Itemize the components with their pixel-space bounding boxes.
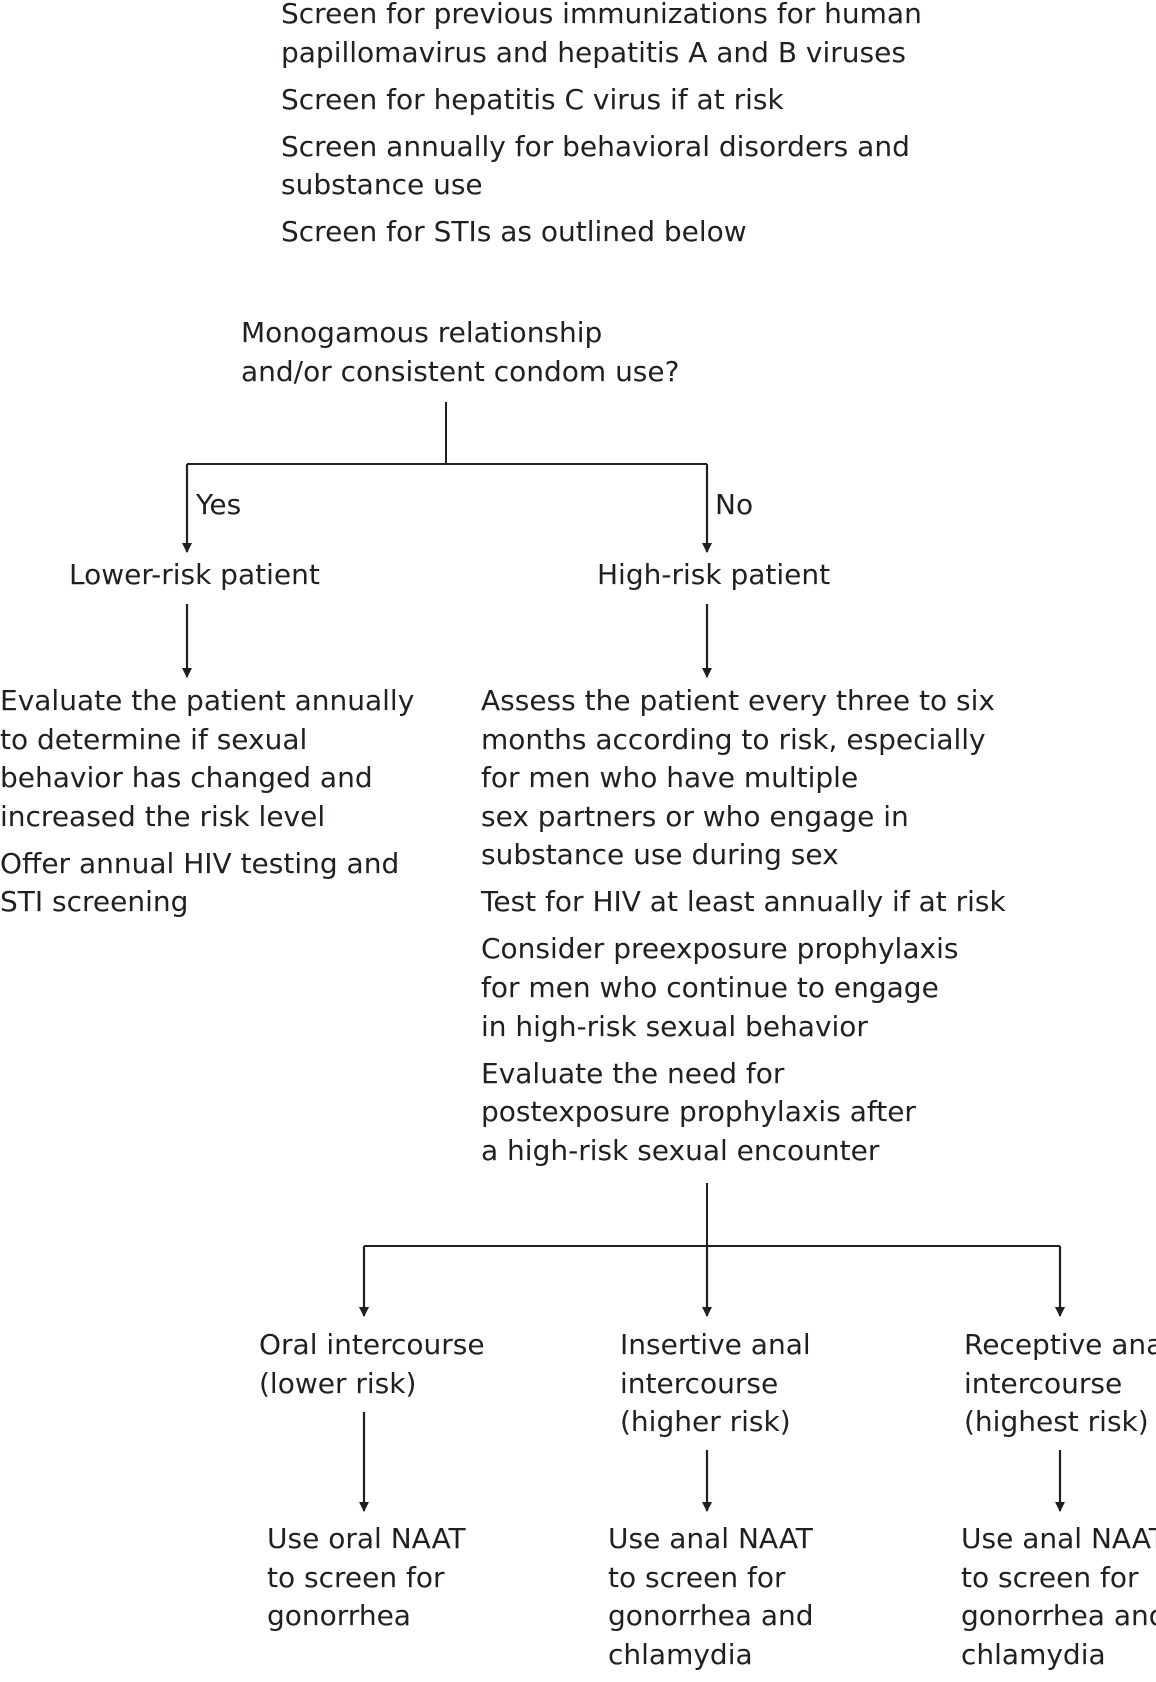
text-line: behavior has changed and (0, 761, 373, 795)
text-line: in high-risk sexual behavior (481, 1009, 868, 1043)
text-line: (higher risk) (620, 1405, 791, 1439)
insertive-anal-node: Insertive anal intercourse (higher risk) (620, 1326, 811, 1442)
text-line: STI screening (0, 885, 189, 919)
top-list-item: Screen for hepatitis C virus if at risk (281, 81, 922, 120)
lower-risk-recommendations: Evaluate the patient annually to determi… (0, 682, 414, 922)
text-line: to screen for (961, 1560, 1139, 1594)
text-line: a high-risk sexual encounter (481, 1133, 880, 1167)
text-line: Screen annually for behavioral disorders… (281, 129, 910, 163)
text-line: Screen for hepatitis C virus if at risk (281, 82, 784, 116)
text-line: Evaluate the patient annually (0, 684, 415, 717)
text-line: Insertive anal (620, 1328, 811, 1361)
insertive-anal-naat-node: Use anal NAAT to screen for gonorrhea an… (608, 1520, 814, 1674)
text-line: increased the risk level (0, 799, 326, 833)
text-line: intercourse (964, 1366, 1123, 1400)
lower-risk-item: Evaluate the patient annually to determi… (0, 682, 414, 836)
top-list-item: Screen for STIs as outlined below (281, 213, 922, 252)
top-screening-list: Screen for previous immunizations for hu… (281, 0, 922, 252)
text-line: Receptive anal (964, 1328, 1156, 1361)
text-line: for men who continue to engage (481, 970, 939, 1004)
top-list-item: Screen annually for behavioral disorders… (281, 128, 922, 205)
oral-intercourse-node: Oral intercourse (lower risk) (259, 1326, 485, 1403)
oral-naat-node: Use oral NAAT to screen for gonorrhea (267, 1520, 466, 1636)
top-list-item: Screen for previous immunizations for hu… (281, 0, 922, 72)
text-line: Screen for previous immunizations for hu… (281, 0, 922, 30)
receptive-anal-naat-node: Use anal NAAT to screen for gonorrhea an… (961, 1520, 1156, 1674)
receptive-anal-node: Receptive anal intercourse (highest risk… (964, 1326, 1156, 1442)
text-line: substance use during sex (481, 838, 839, 872)
text-line: and/or consistent condom use? (241, 354, 680, 388)
text-line: chlamydia (608, 1637, 753, 1671)
yes-label: Yes (196, 488, 242, 521)
text-line: Screen for STIs as outlined below (281, 215, 747, 249)
text-line: (lower risk) (259, 1366, 417, 1400)
text-line: (highest risk) (964, 1405, 1149, 1439)
text-line: to screen for (267, 1560, 445, 1594)
text-line: gonorrhea and (608, 1599, 814, 1633)
text-line: Oral intercourse (259, 1328, 485, 1361)
text-line: to determine if sexual (0, 722, 308, 756)
high-risk-recommendations: Assess the patient every three to six mo… (481, 682, 1006, 1170)
text-line: substance use (281, 168, 483, 202)
text-line: papillomavirus and hepatitis A and B vir… (281, 35, 906, 69)
lower-risk-title: Lower-risk patient (69, 558, 320, 591)
text-line: Monogamous relationship (241, 316, 603, 349)
lower-risk-item: Offer annual HIV testing and STI screeni… (0, 845, 414, 922)
high-risk-title: High-risk patient (597, 558, 831, 591)
high-risk-item: Evaluate the need for postexposure proph… (481, 1055, 1006, 1171)
text-line: Use anal NAAT (608, 1522, 813, 1555)
text-line: Offer annual HIV testing and (0, 846, 400, 880)
high-risk-item: Assess the patient every three to six mo… (481, 682, 1006, 875)
text-line: intercourse (620, 1366, 779, 1400)
text-line: sex partners or who engage in (481, 799, 909, 833)
text-line: chlamydia (961, 1637, 1106, 1671)
text-line: for men who have multiple (481, 761, 859, 795)
text-line: months according to risk, especially (481, 722, 986, 756)
text-line: gonorrhea and (961, 1599, 1156, 1633)
high-risk-item: Test for HIV at least annually if at ris… (481, 883, 1006, 922)
text-line: Use oral NAAT (267, 1522, 466, 1555)
text-line: Use anal NAAT (961, 1522, 1156, 1555)
text-line: to screen for (608, 1560, 786, 1594)
no-label: No (715, 488, 754, 521)
text-line: postexposure prophylaxis after (481, 1095, 916, 1129)
text-line: Assess the patient every three to six (481, 684, 995, 717)
text-line: gonorrhea (267, 1599, 411, 1633)
high-risk-item: Consider preexposure prophylaxis for men… (481, 930, 1006, 1046)
text-line: Evaluate the need for (481, 1056, 785, 1090)
text-line: Test for HIV at least annually if at ris… (481, 885, 1006, 919)
text-line: Consider preexposure prophylaxis (481, 932, 959, 966)
question-node: Monogamous relationship and/or consisten… (241, 314, 679, 391)
